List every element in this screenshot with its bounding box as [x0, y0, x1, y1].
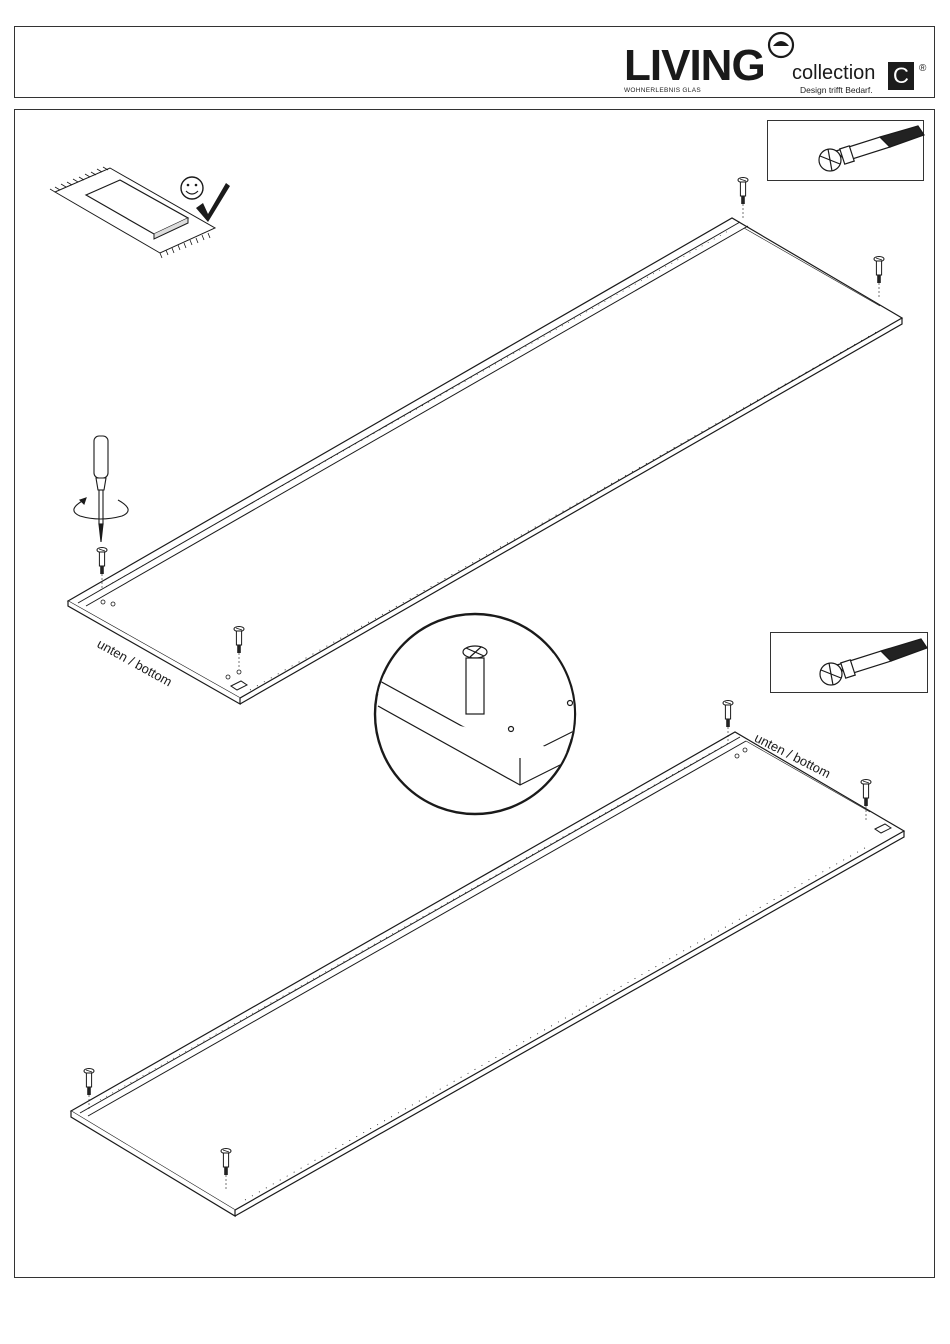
screwdriver-icon [74, 436, 128, 542]
magnified-detail [370, 614, 580, 814]
cam-bolt-icon [874, 257, 884, 298]
smiley-checkmark-icon [50, 167, 230, 258]
cam-bolt-icon [738, 178, 748, 219]
